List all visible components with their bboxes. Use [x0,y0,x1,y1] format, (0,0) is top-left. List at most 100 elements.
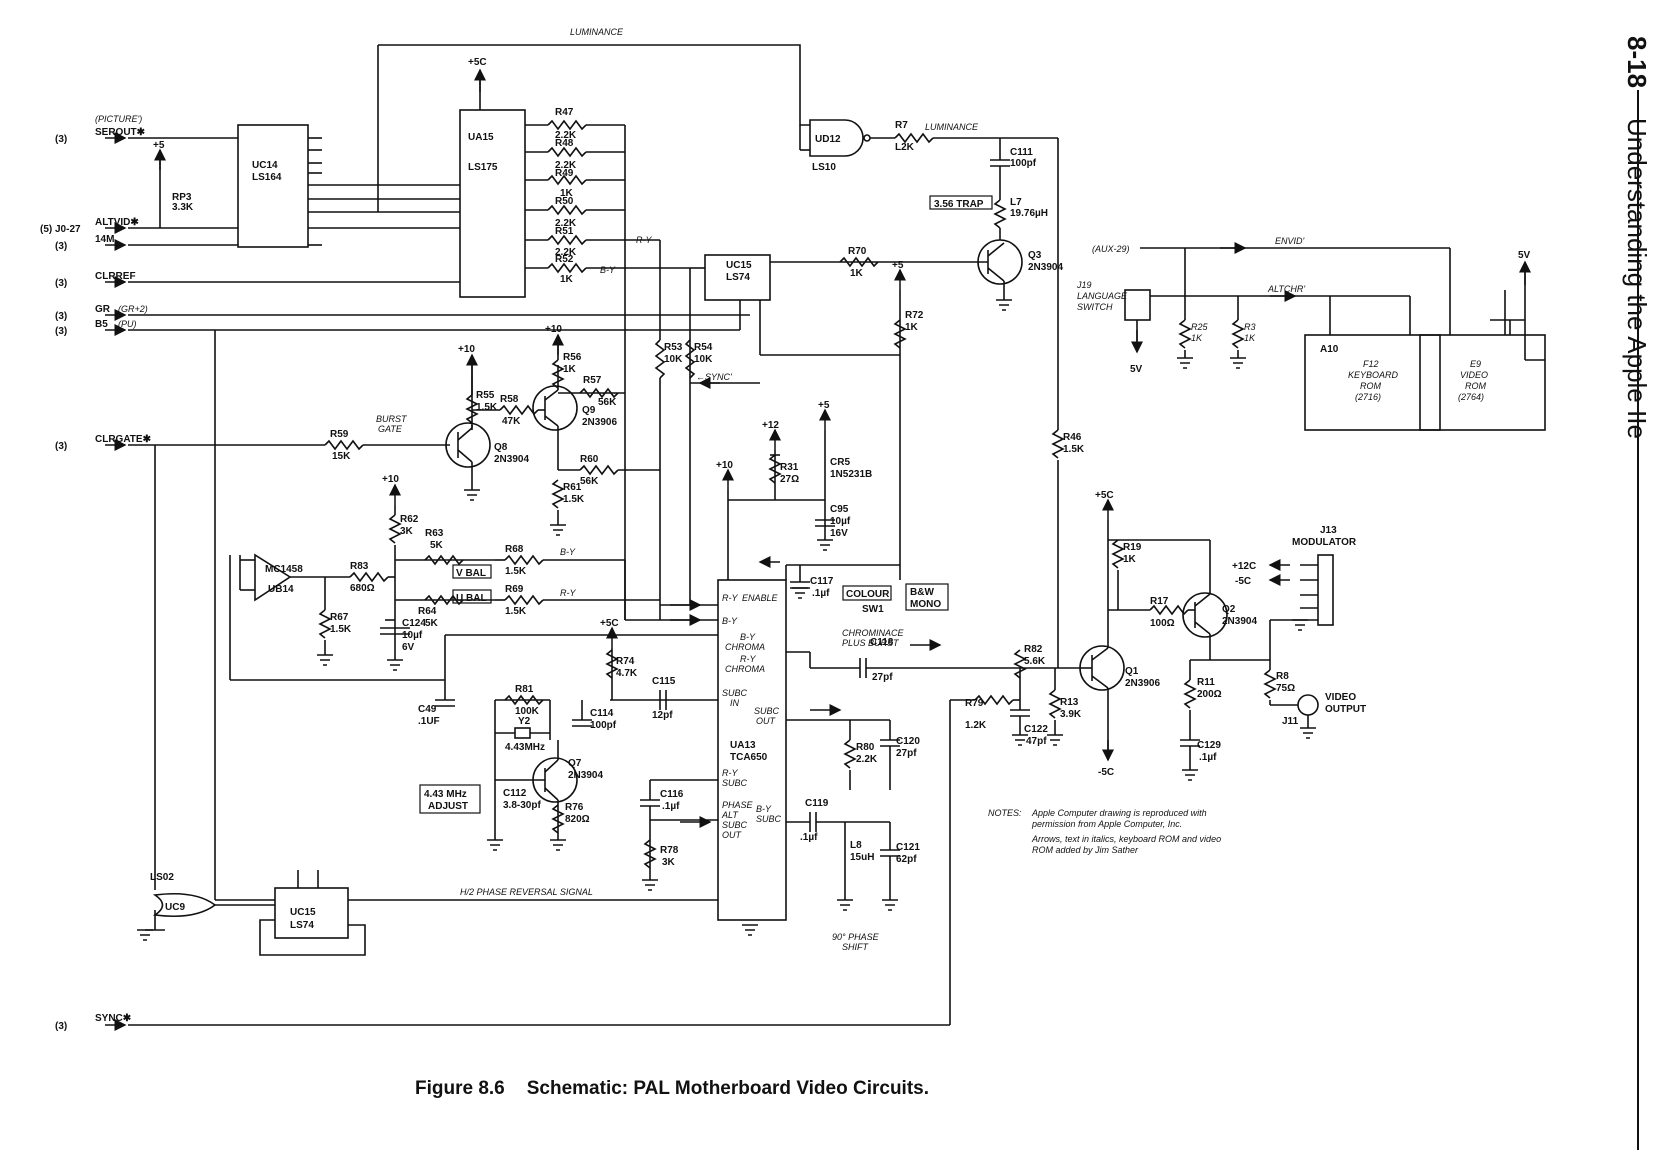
chrominace-label: CHROMINACE [842,628,904,638]
aux29-label: (AUX-29) [1092,244,1130,254]
cr5-val: 1N5231B [830,469,872,480]
page-edge-rule [1637,90,1639,1150]
r25-val: 1K [1191,333,1203,343]
m14-label: 14M [95,234,114,245]
ua15-name: UA15 [468,132,494,143]
r46-ref: R46 [1063,432,1082,443]
c121-ref: C121 [896,842,920,853]
c115-val: 12pf [652,710,673,721]
r79-ref: R79 [965,698,984,709]
r62-val: 3K [400,526,414,537]
r72-val: 1K [905,322,919,333]
rail-p10-ua13: +10 [716,460,733,471]
phase-shift-1: 90° PHASE [832,932,880,942]
c116-ref: C116 [660,789,684,800]
c124-ref: C124 [402,618,426,629]
r48-val: 2.2K [555,160,577,171]
b5-note: (PU) [118,319,137,329]
q2-ref: Q2 [1222,604,1236,615]
uc9-name: UC9 [165,902,185,913]
j19-ref: J19 [1076,280,1092,290]
ua13-subcin1: SUBC [722,688,748,698]
rp3-ref: RP3 [172,192,192,203]
q2-val: 2N3904 [1222,616,1257,627]
ua13-subcout2: OUT [756,716,777,726]
uc9-type: LS02 [150,872,174,883]
q8-ref: Q8 [494,442,508,453]
rail-m5c-mod: -5C [1235,576,1251,587]
r60-val: 56K [580,476,599,487]
r80-val: 2.2K [856,754,878,765]
ua13-bychroma1: B-Y [740,632,756,642]
c112-val: 3.8-30pf [503,800,541,811]
notes-title: NOTES: [988,808,1022,818]
r61-ref: R61 [563,482,582,493]
ua13-phase3: SUBC [722,820,748,830]
r47-val: 2.2K [555,130,577,141]
ua13-subcin2: IN [730,698,740,708]
c129-ref: C129 [1197,740,1221,751]
vbal-label: V BAL [456,568,486,579]
q8-val: 2N3904 [494,454,529,465]
r62-ref: R62 [400,514,419,525]
r64-val: 5K [425,618,439,629]
y2-ref: Y2 [518,716,531,727]
c115-ref: C115 [652,676,676,687]
by-label-1: B-Y [600,265,616,275]
r68-ref: R68 [505,544,524,555]
c117-val: .1µf [812,588,830,599]
rail-p5c-ua15: +5C [468,57,487,68]
r25-ref: R25 [1191,322,1209,332]
c117-ref: C117 [810,576,834,587]
r59-ref: R59 [330,429,349,440]
r55-ref: R55 [476,390,495,401]
r58-ref: R58 [500,394,519,405]
rail-p5-r72: +5 [892,260,904,271]
gate-label-text: GATE [378,424,403,434]
ua13-subcout1: SUBC [754,706,780,716]
c120-val: 27pf [896,748,917,759]
l8-ref: L8 [850,840,862,851]
r56-ref: R56 [563,352,582,363]
ua13-phase1: PHASE [722,800,754,810]
c122-ref: C122 [1024,724,1048,735]
j19-line1: LANGUAGE [1077,291,1128,301]
r74-val: 4.7K [616,668,638,679]
c111-ref: C111 [1010,147,1033,158]
ua13-rychroma2: CHROMA [725,664,765,674]
r74-ref: R74 [616,656,635,667]
r19-val: 1K [1123,554,1137,565]
rail-5v-j19: 5V [1130,364,1143,375]
c120-ref: C120 [896,736,920,747]
r82-val: 5.6K [1024,656,1046,667]
r72-ref: R72 [905,310,924,321]
ua15-type: LS175 [468,162,498,173]
j13-ref: J13 [1320,525,1337,536]
f12-part: (2716) [1355,392,1381,402]
r57-ref: R57 [583,375,602,386]
r83-val: 680Ω [350,583,375,594]
r7-ref: R7 [895,120,908,131]
rail-p5-cr5: +5 [818,400,830,411]
uc15b-name: UC15 [290,907,316,918]
burst-label: BURST [376,414,408,424]
f12-type2: ROM [1360,381,1382,391]
ua13-bysubc2: SUBC [756,814,782,824]
r54-val: 10K [694,354,713,365]
bw-label-1: B&W [910,587,934,598]
ua13-rysubc2: SUBC [722,778,748,788]
c49-ref: C49 [418,704,437,715]
r61-val: 1.5K [563,494,585,505]
r31-val: 27Ω [780,474,799,485]
r7-val: L2K [895,142,915,153]
r50-ref: R50 [555,196,574,207]
rail-p10-r55: +10 [458,344,475,355]
gr-note: (GR+2) [118,304,148,314]
uc15a-name: UC15 [726,260,752,271]
rp3-val: 3.3K [172,202,194,213]
sw1-label: SW1 [862,604,884,615]
j19-line2: SWITCH [1077,302,1113,312]
src-14m: (3) [55,241,67,252]
ua13-type: TCA650 [730,752,768,763]
